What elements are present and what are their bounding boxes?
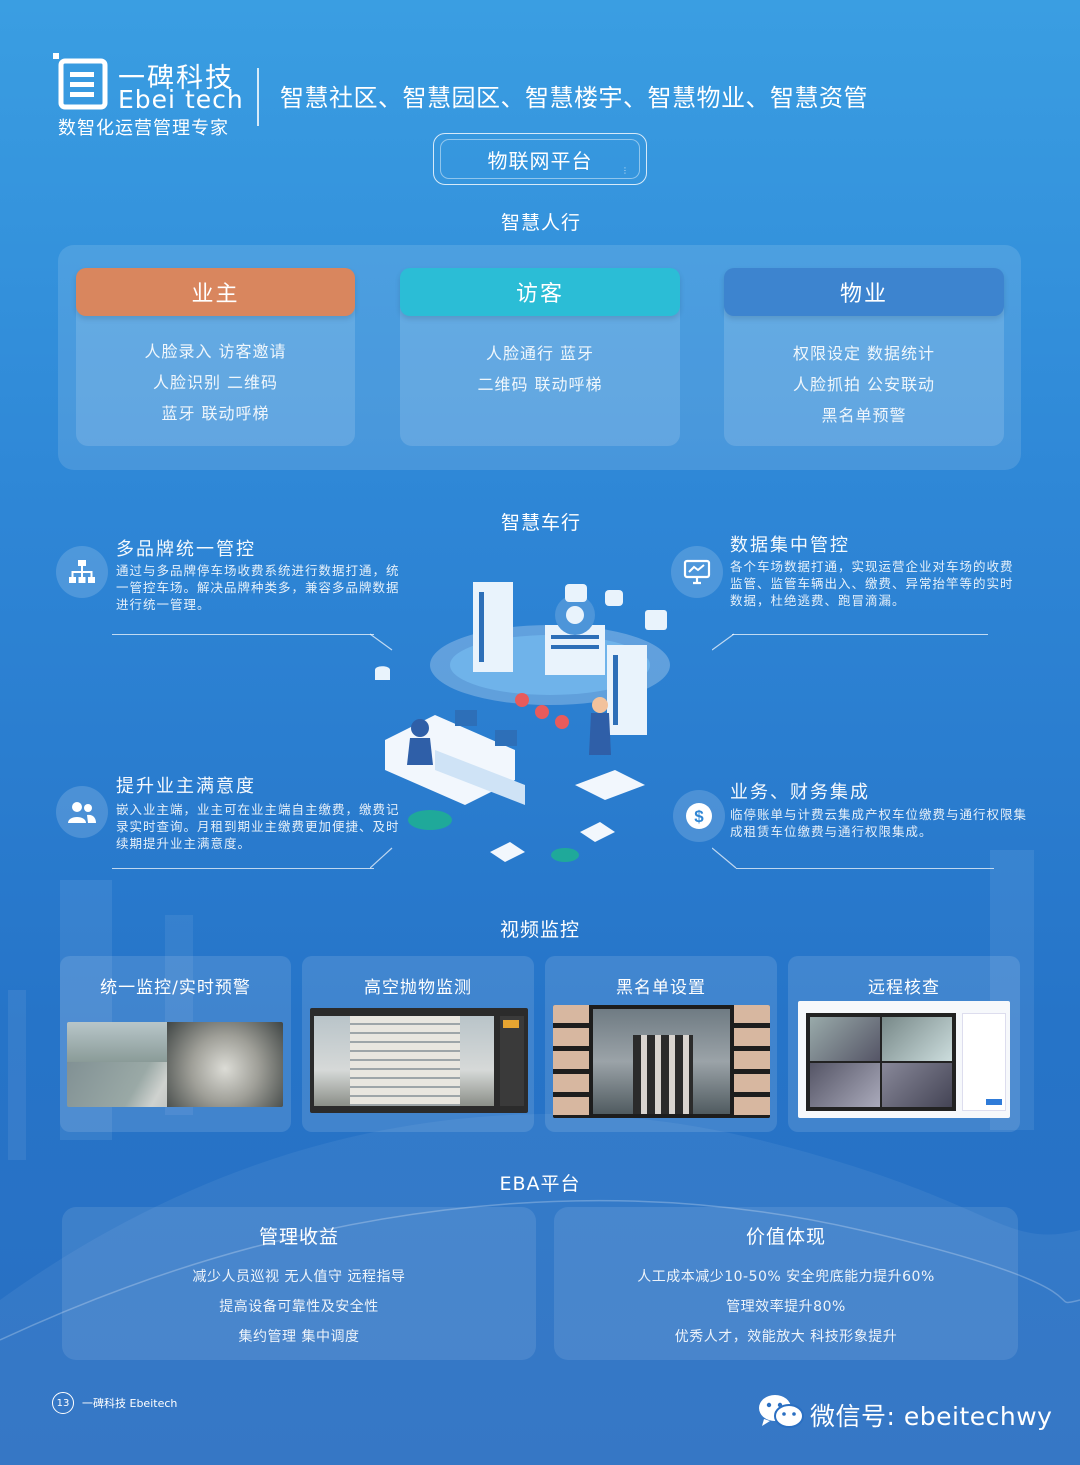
data-center-illustration bbox=[375, 582, 670, 862]
org-chart-icon bbox=[56, 546, 108, 598]
eba-value-box: 价值体现 人工成本减少10-50% 安全兜底能力提升60% 管理效率提升80% … bbox=[554, 1207, 1018, 1360]
feature-desc: 各个车场数据打通，实现运营企业对车场的收费监管、监管车辆出入、缴费、异常抬竿等的… bbox=[730, 559, 1014, 608]
video-title: 高空抛物监测 bbox=[364, 978, 472, 998]
eba-line: 集约管理 集中调度 bbox=[238, 1329, 360, 1345]
surveillance-image bbox=[67, 1022, 283, 1107]
role-card-property: 物业 权限设定 数据统计 人脸抓拍 公安联动 黑名单预警 bbox=[724, 268, 1004, 446]
feature-underline bbox=[732, 634, 988, 635]
role-head-visitor: 访客 bbox=[400, 268, 680, 316]
video-card-parabolic: 高空抛物监测 bbox=[302, 956, 534, 1132]
role-line: 权限设定 数据统计 bbox=[792, 344, 936, 363]
eba-line: 管理效率提升80% bbox=[726, 1299, 846, 1315]
building-monitor-image bbox=[310, 1008, 528, 1113]
video-card-remote: 远程核查 bbox=[788, 956, 1020, 1132]
eba-line: 提高设备可靠性及安全性 bbox=[219, 1299, 379, 1315]
video-title: 远程核查 bbox=[868, 978, 940, 998]
face-recognition-image bbox=[553, 1005, 770, 1118]
feature-desc: 临停账单与计费云集成产权车位缴费与通行权限集成租赁车位缴费与通行权限集成。 bbox=[730, 807, 1028, 839]
role-line: 人脸录入 访客邀请 bbox=[144, 342, 287, 361]
role-line: 蓝牙 联动呼梯 bbox=[161, 404, 270, 423]
feature-title: 业务、财务集成 bbox=[730, 782, 870, 803]
feature-title: 提升业主满意度 bbox=[116, 776, 256, 797]
eba-line: 减少人员巡视 无人值守 远程指导 bbox=[192, 1269, 406, 1285]
feature-desc: 嵌入业主端，业主可在业主端自主缴费，缴费记录实时查询。月租到期业主缴费更加便捷、… bbox=[116, 802, 400, 851]
role-line: 人脸抓拍 公安联动 bbox=[792, 375, 936, 394]
feature-title: 多品牌统一管控 bbox=[116, 539, 256, 560]
section-title-access: 智慧人行 bbox=[500, 212, 581, 234]
section-title-eba: EBA平台 bbox=[499, 1173, 581, 1195]
monitor-chart-icon bbox=[671, 546, 723, 598]
eba-line: 人工成本减少10-50% 安全兜底能力提升60% bbox=[637, 1269, 935, 1285]
connector-line bbox=[370, 847, 393, 869]
brand-tagline: 数智化运营管理专家 bbox=[58, 118, 229, 139]
logo-icon bbox=[52, 52, 108, 110]
connector-line bbox=[712, 633, 735, 651]
feature-underline bbox=[112, 868, 374, 869]
feature-desc: 通过与多品牌停车场收费系统进行数据打通，统一管控车场。解决品牌种类多，兼容多品牌… bbox=[116, 563, 400, 612]
role-line: 黑名单预警 bbox=[821, 406, 907, 425]
feature-underline bbox=[112, 634, 374, 635]
users-icon bbox=[56, 786, 108, 838]
platform-label: 物联网平台 bbox=[487, 148, 593, 173]
role-card-owner: 业主 人脸录入 访客邀请 人脸识别 二维码 蓝牙 联动呼梯 bbox=[76, 268, 355, 446]
role-line: 人脸识别 二维码 bbox=[152, 373, 279, 392]
footer-brand: 一碑科技 Ebeitech bbox=[82, 1397, 178, 1410]
video-card-blacklist: 黑名单设置 bbox=[545, 956, 777, 1132]
brand-name-cn: 一碑科技 bbox=[118, 63, 234, 94]
header-divider bbox=[257, 68, 259, 126]
connector-line bbox=[712, 847, 737, 869]
wechat-id: 微信号: ebeitechwy bbox=[810, 1402, 1053, 1431]
remote-check-image bbox=[798, 1001, 1010, 1118]
dollar-icon: $ bbox=[673, 790, 725, 842]
video-title: 黑名单设置 bbox=[616, 978, 706, 998]
badge-dots-icon: ⋮ bbox=[621, 166, 630, 175]
platform-badge: 物联网平台 ⋮ bbox=[433, 133, 647, 185]
connector-line bbox=[370, 633, 393, 651]
feature-title: 数据集中管控 bbox=[730, 535, 850, 556]
eba-benefits-head: 管理收益 bbox=[258, 1226, 339, 1248]
video-title: 统一监控/实时预警 bbox=[100, 978, 251, 998]
page-number: 13 bbox=[52, 1392, 74, 1414]
video-card-monitor: 统一监控/实时预警 bbox=[60, 956, 291, 1132]
svg-text:$: $ bbox=[694, 807, 704, 826]
role-head-property: 物业 bbox=[724, 268, 1004, 316]
eba-value-head: 价值体现 bbox=[745, 1226, 826, 1248]
feature-underline bbox=[736, 868, 994, 869]
role-card-visitor: 访客 人脸通行 蓝牙 二维码 联动呼梯 bbox=[400, 268, 680, 446]
role-line: 人脸通行 蓝牙 bbox=[485, 344, 595, 363]
section-title-parking: 智慧车行 bbox=[500, 512, 581, 534]
header-slogan: 智慧社区、智慧园区、智慧楼宇、智慧物业、智慧资管 bbox=[280, 84, 868, 112]
eba-benefits-box: 管理收益 减少人员巡视 无人值守 远程指导 提高设备可靠性及安全性 集约管理 集… bbox=[62, 1207, 536, 1360]
role-head-owner: 业主 bbox=[76, 268, 355, 316]
eba-line: 优秀人才，效能放大 科技形象提升 bbox=[674, 1329, 898, 1345]
wechat-icon bbox=[758, 1393, 804, 1435]
brand-name-en: Ebei tech bbox=[118, 85, 244, 114]
section-title-video: 视频监控 bbox=[499, 919, 580, 941]
role-line: 二维码 联动呼梯 bbox=[477, 375, 603, 394]
